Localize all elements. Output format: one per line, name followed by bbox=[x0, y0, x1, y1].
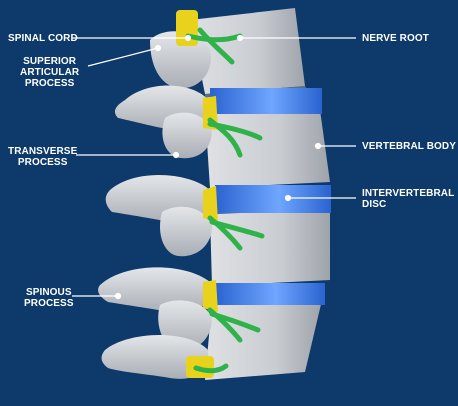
label-spinous-process: SPINOUS PROCESS bbox=[24, 287, 74, 309]
label-superior-articular-process: SUPERIOR ARTICULAR PROCESS bbox=[20, 56, 80, 89]
disc-1 bbox=[210, 88, 322, 114]
label-intervertebral-disc: INTERVERTEBRAL DISC bbox=[362, 188, 455, 210]
disc-2 bbox=[215, 185, 331, 213]
nerve-roots bbox=[185, 27, 265, 374]
label-transverse-process: TRANSVERSE PROCESS bbox=[8, 146, 78, 168]
vertebra-2 bbox=[205, 110, 330, 188]
label-nerve-root: NERVE ROOT bbox=[362, 33, 429, 44]
disc-3 bbox=[215, 283, 325, 305]
leader-lines bbox=[72, 34, 356, 300]
posterior-processes bbox=[98, 31, 213, 379]
vertebra-3 bbox=[210, 210, 330, 286]
vertebra-1 bbox=[190, 8, 305, 94]
leader-superior-articular bbox=[87, 47, 159, 67]
intervertebral-discs bbox=[205, 86, 331, 305]
label-spinal-cord: SPINAL CORD bbox=[8, 33, 78, 44]
label-vertebral-body: VERTEBRAL BODY bbox=[362, 141, 457, 152]
